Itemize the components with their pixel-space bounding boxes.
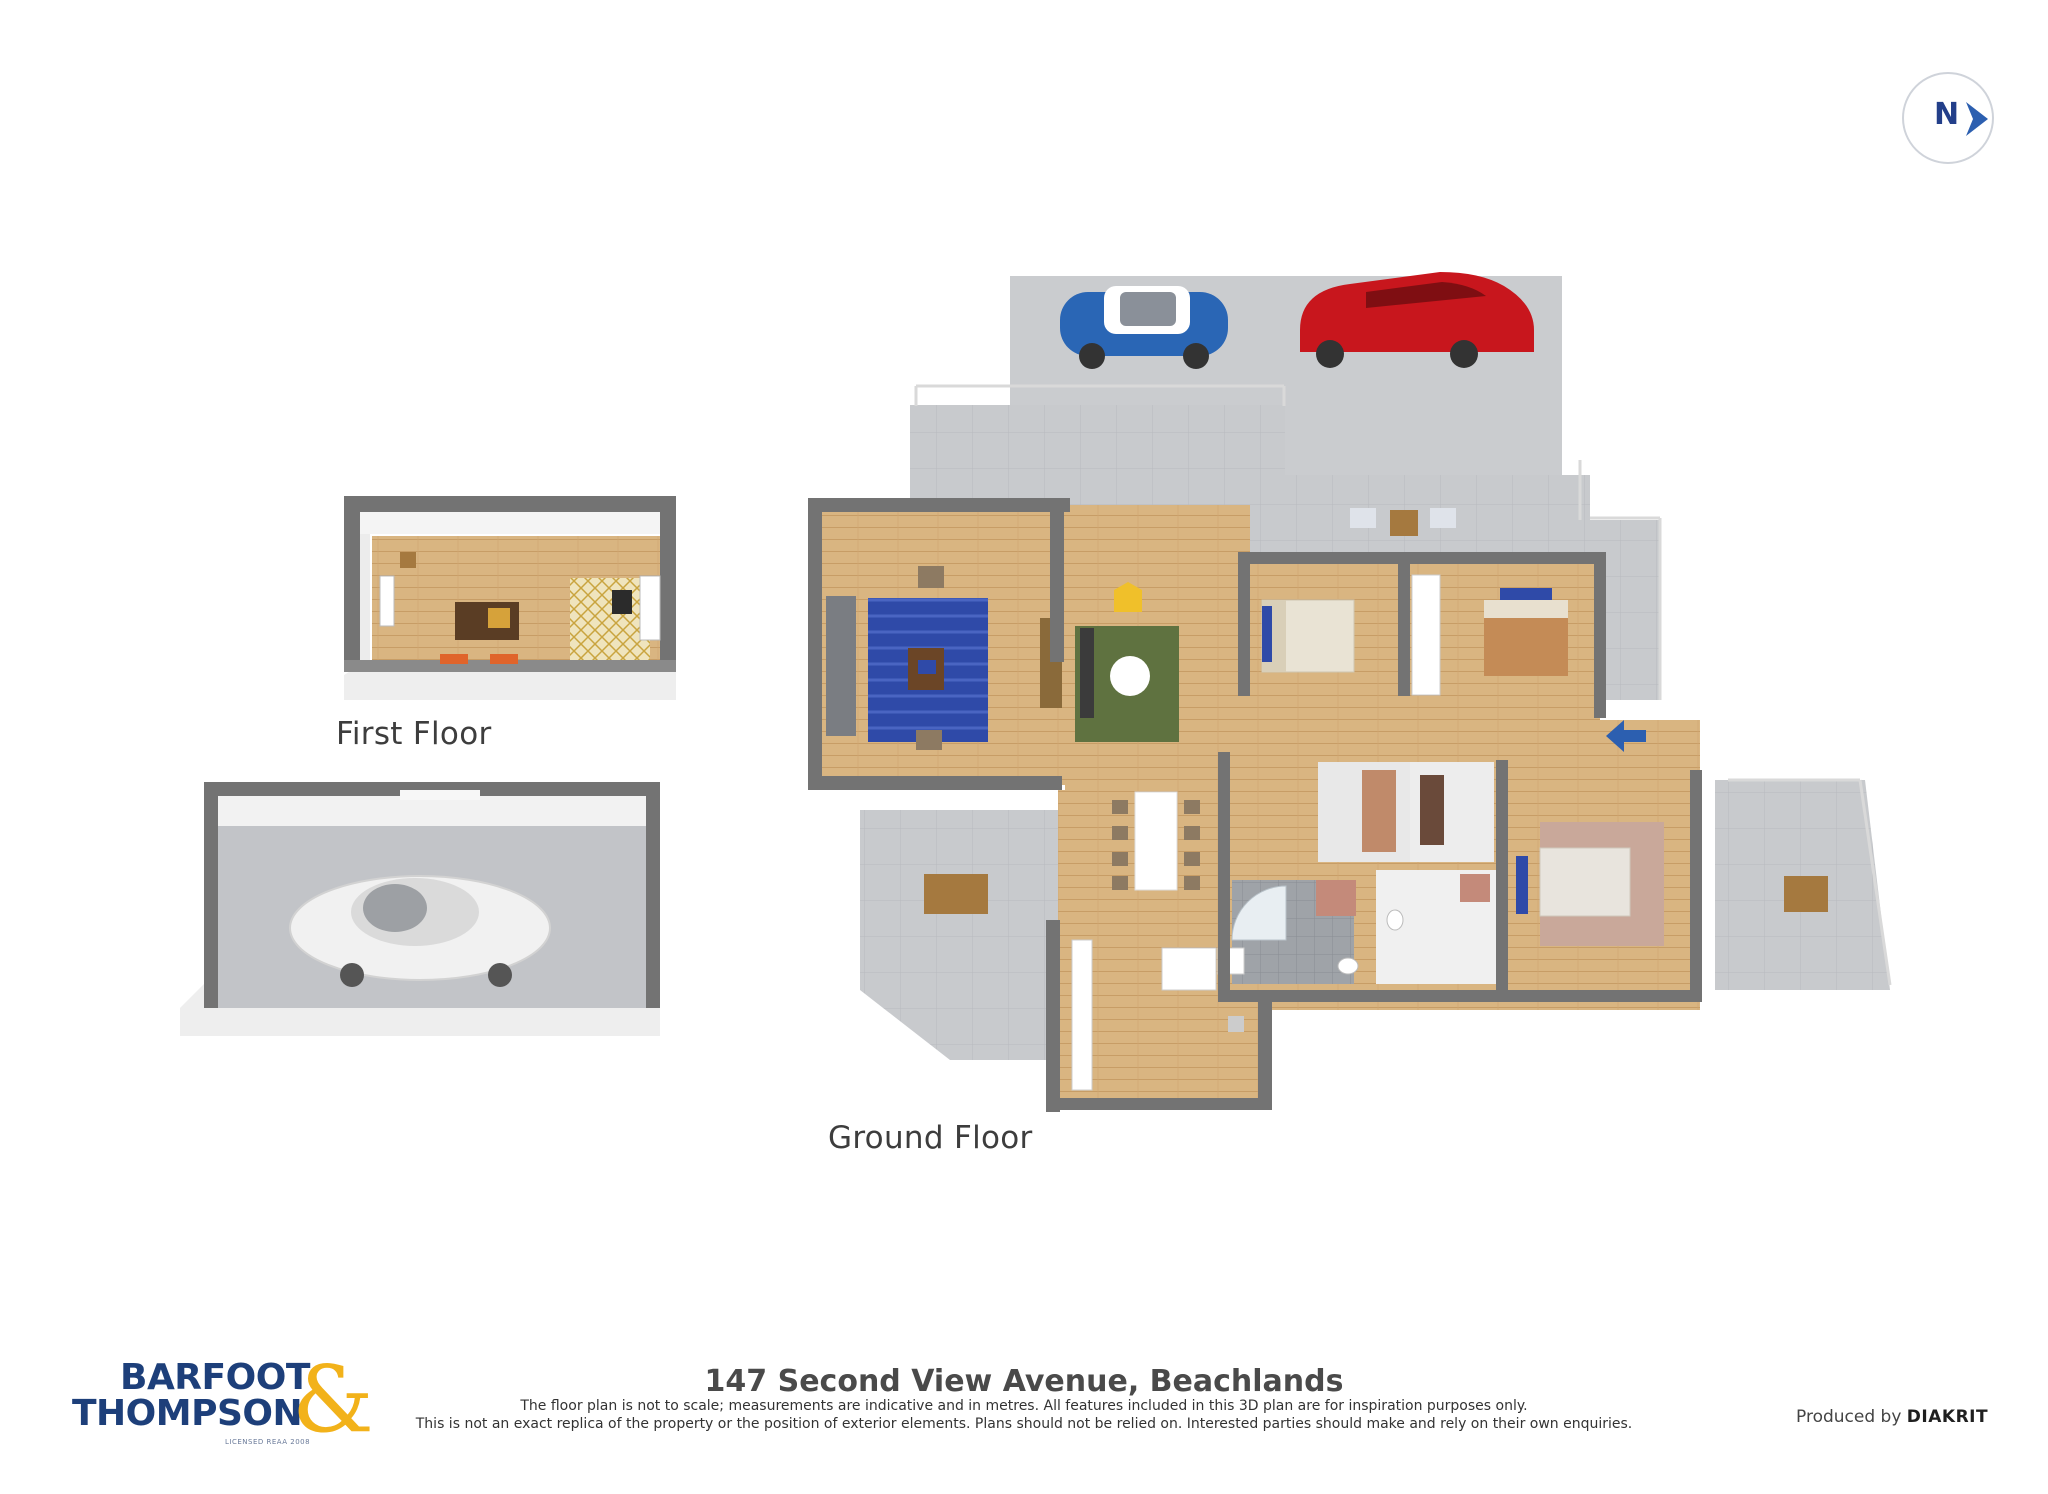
red-car	[1300, 272, 1534, 368]
right-deck-table	[1784, 876, 1828, 912]
white-car	[289, 875, 551, 987]
produced-by-credit: Produced by DIAKRIT	[1796, 1407, 1988, 1427]
first-floor	[344, 496, 676, 700]
kitchen-bench	[1071, 939, 1093, 1091]
left-deck-table	[924, 874, 988, 914]
blue-car	[1060, 286, 1228, 369]
ground-floor	[808, 272, 1892, 1112]
logo-ampersand: &	[292, 1346, 374, 1453]
logo-line-1: BARFOOT	[120, 1357, 310, 1398]
compass-arrow-icon	[1966, 102, 1988, 136]
first-floor-label: First Floor	[336, 716, 492, 752]
dining-table	[1134, 791, 1178, 891]
property-address: 147 Second View Avenue, Beachlands	[704, 1364, 1344, 1399]
disclaimer-line-2: This is not an exact replica of the prop…	[415, 1416, 1633, 1432]
diakrit-brand: DIAKRIT	[1906, 1407, 1989, 1427]
produced-by-prefix: Produced by	[1796, 1407, 1902, 1427]
logo-license: LICENSED REAA 2008	[225, 1438, 311, 1446]
logo-line-2: THOMPSON	[72, 1393, 303, 1434]
entry-arrow	[1606, 720, 1646, 752]
kitchen-island	[1161, 947, 1217, 991]
compass: N	[1902, 72, 1994, 164]
compass-letter: N	[1934, 97, 1960, 132]
ground-floor-label: Ground Floor	[828, 1120, 1033, 1156]
disclaimer-line-1: The floor plan is not to scale; measurem…	[520, 1398, 1528, 1414]
barfoot-thompson-logo: BARFOOT THOMPSON & LICENSED REAA 2008	[70, 1354, 374, 1460]
left-deck	[860, 810, 1058, 1060]
garage	[180, 782, 660, 1036]
